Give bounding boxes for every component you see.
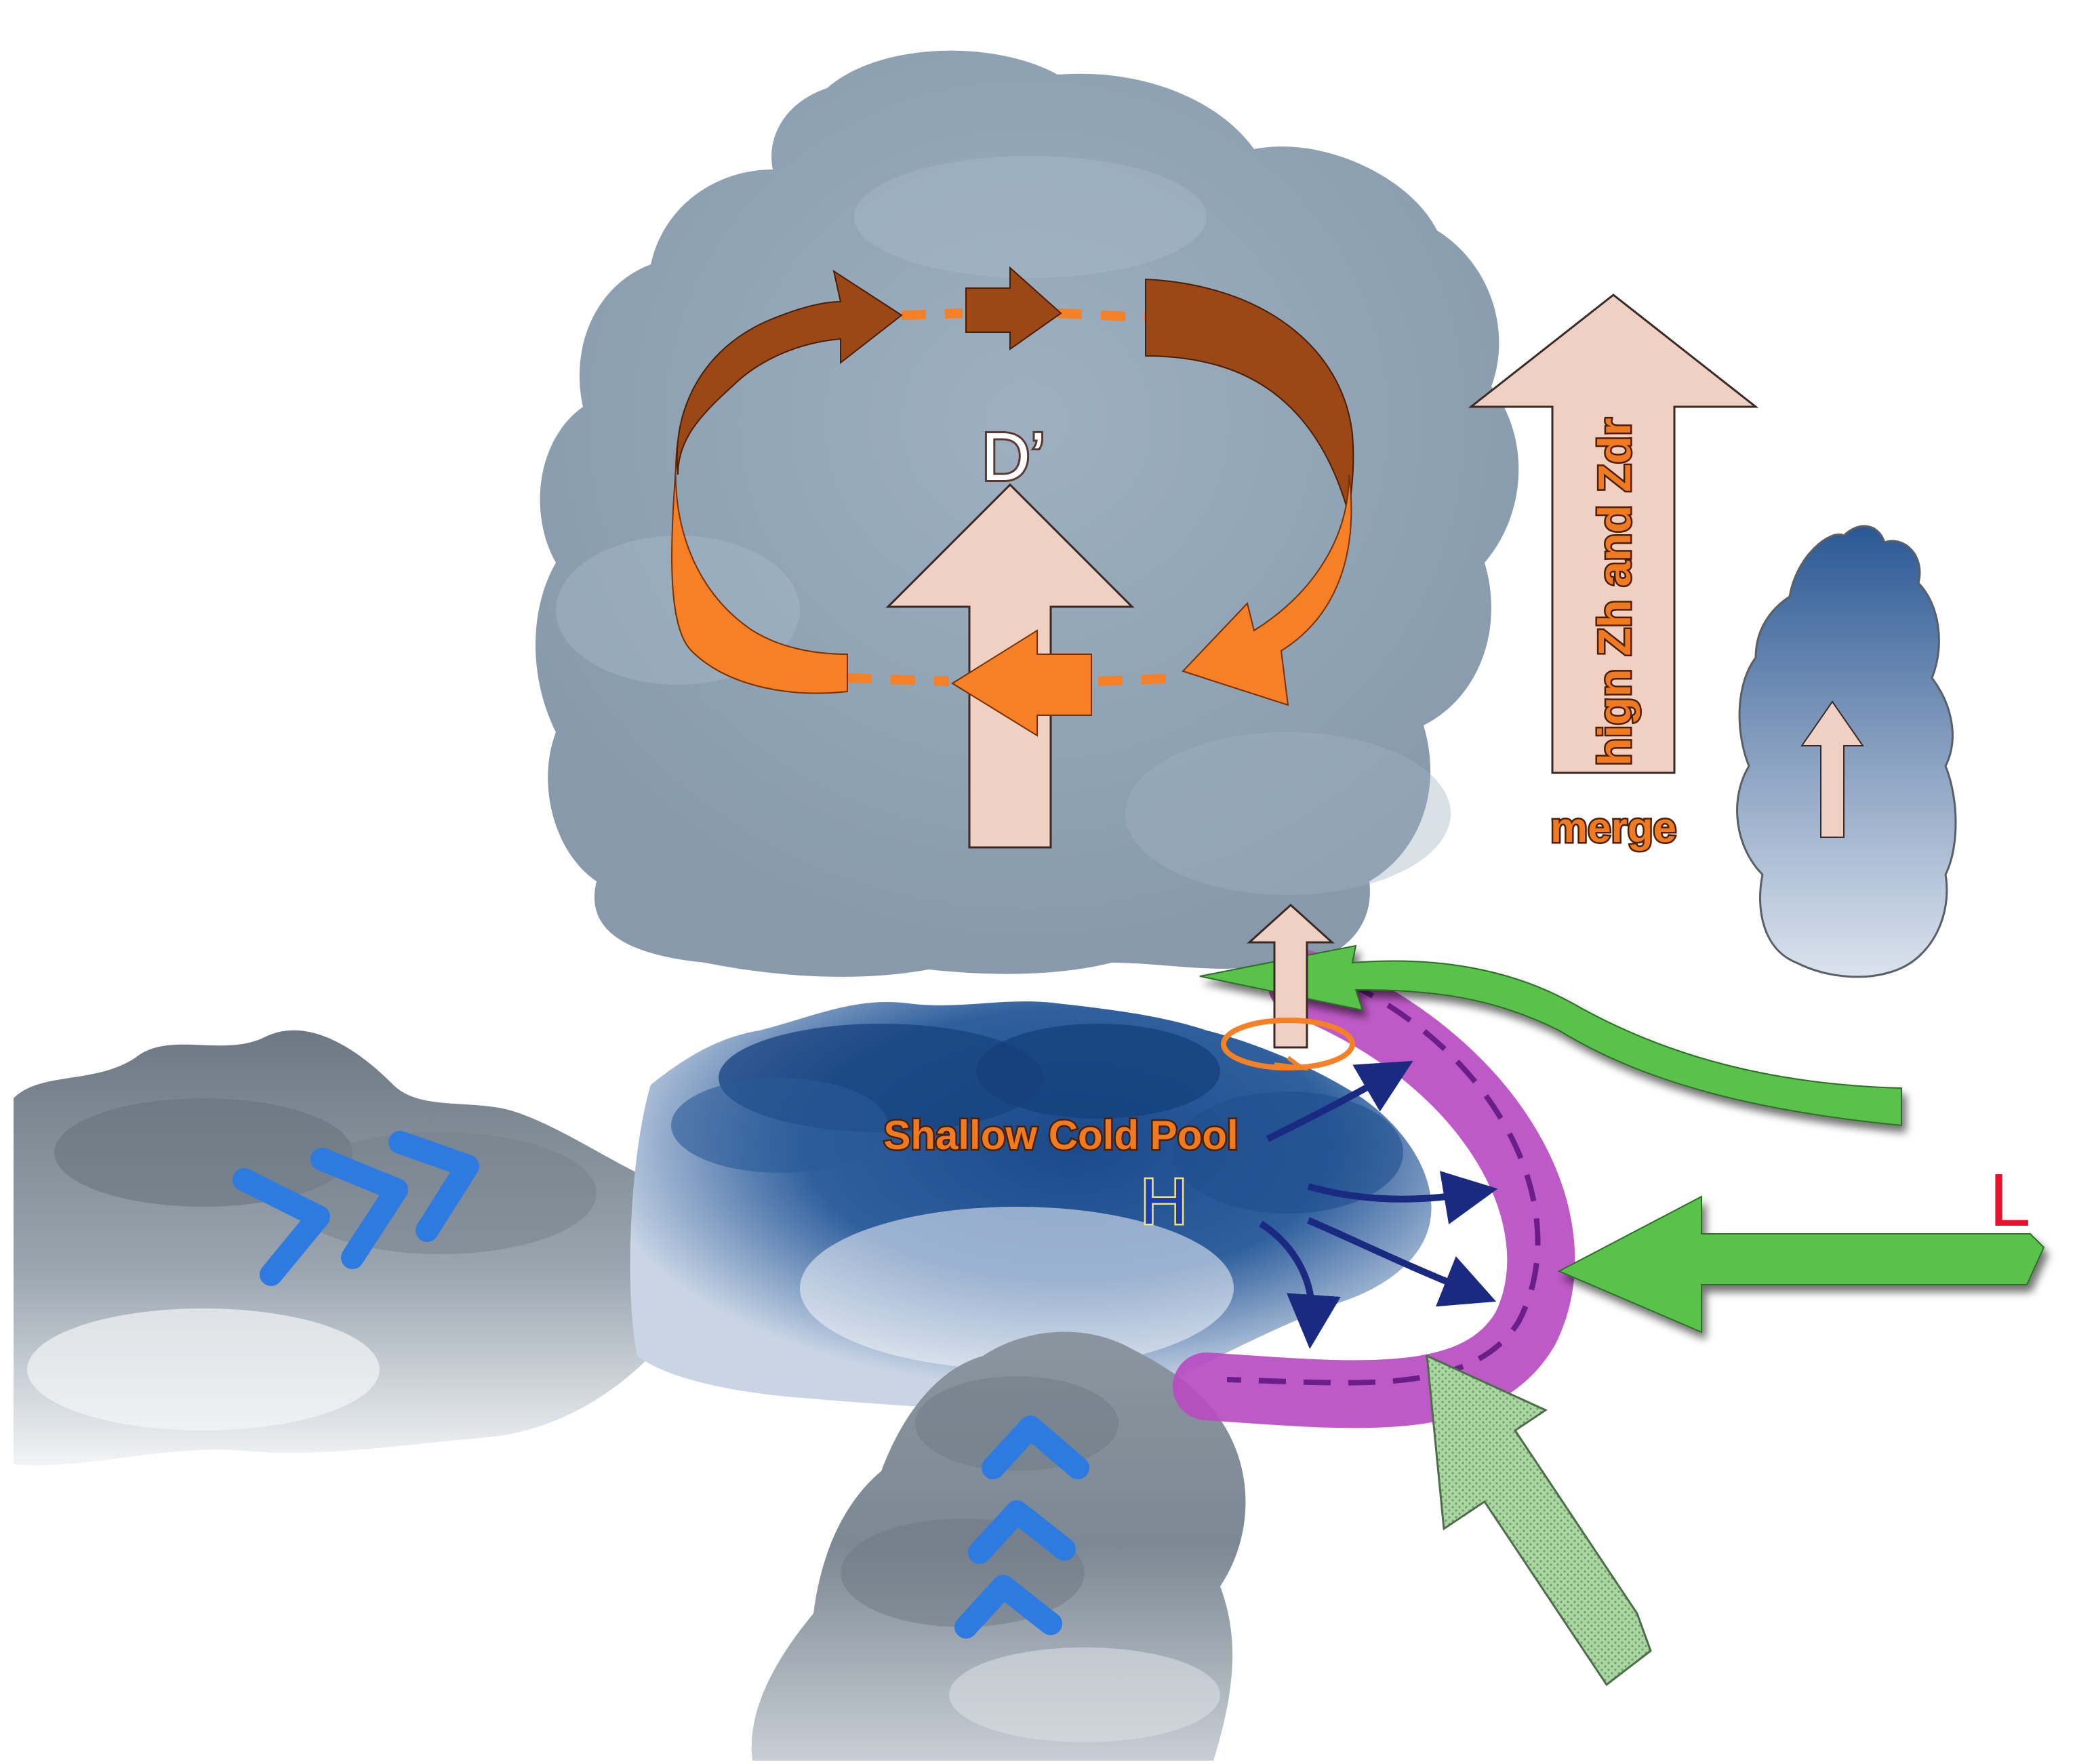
chevron-icon	[310, 1148, 408, 1269]
ring-arrow-icon	[671, 440, 848, 694]
gust-front	[1173, 949, 1575, 1428]
ring-arrow-icon	[965, 266, 1062, 350]
storm-motion-chevrons-left	[233, 1131, 479, 1286]
ring-arrow-icon	[676, 269, 903, 475]
high-zh-zdr-label: hign Zh and Zdr	[1589, 418, 1640, 766]
low-pressure-label: L	[1989, 1159, 2030, 1242]
chevron-icon	[968, 1500, 1076, 1564]
chevron-icon	[233, 1168, 330, 1286]
merge-label: merge	[1550, 805, 1676, 851]
outflow-arrows	[1259, 1060, 1498, 1349]
storm-motion-chevrons-bottom	[954, 1416, 1089, 1639]
d-prime-label: D’	[982, 419, 1045, 495]
ring-arrow-icon	[951, 629, 1092, 737]
low-level-updraft-arrow	[1247, 903, 1335, 1049]
chevron-icon	[954, 1575, 1062, 1639]
small-cloud-updraft-arrow	[1800, 700, 1864, 838]
merging-cloud	[1736, 525, 1957, 978]
low-level-inflow-arrow	[1426, 1354, 1652, 1687]
green-inflow-arrow-icon	[1557, 1195, 2045, 1334]
shallow-cold-pool-label: Shallow Cold Pool	[883, 1112, 1238, 1158]
chevron-icon	[388, 1131, 479, 1242]
rotation-ellipse-icon	[1221, 1018, 1355, 1071]
lower-inflow-arrow	[1557, 1195, 2045, 1334]
chevron-icon	[982, 1416, 1089, 1479]
high-zh-zdr-arrow: hign Zh and Zdr	[1468, 294, 1759, 774]
high-pressure-label: H	[1140, 1165, 1187, 1238]
ring-arrow-icon	[1182, 474, 1352, 706]
